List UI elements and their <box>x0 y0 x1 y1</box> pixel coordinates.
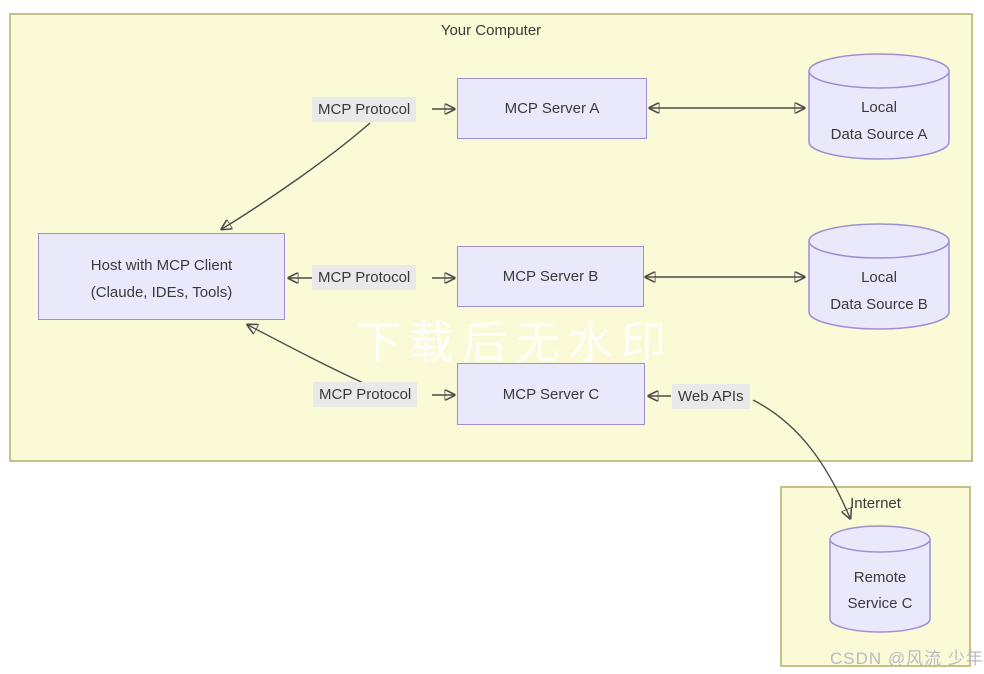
cylinder-icon <box>808 53 950 160</box>
cylinder-icon <box>808 223 950 330</box>
datasource-b-line1: Local <box>861 268 897 286</box>
your-computer-title: Your Computer <box>440 22 542 39</box>
mcp-protocol-label-1: MCP Protocol <box>312 97 417 122</box>
remote-service-line1: Remote <box>853 569 907 586</box>
mcp-server-c-node: MCP Server C <box>457 363 645 425</box>
datasource-b-line2: Data Source B <box>830 295 928 313</box>
web-apis-label: Web APIs <box>672 384 750 409</box>
mcp-server-c-label: MCP Server C <box>502 385 600 403</box>
internet-title: Internet <box>850 495 901 512</box>
host-node-line2: (Claude, IDEs, Tools) <box>90 283 233 301</box>
local-data-source-b-cylinder: Local Data Source B <box>808 223 950 330</box>
mcp-server-a-label: MCP Server A <box>504 100 600 117</box>
center-watermark: 下载后无水印 <box>356 317 675 368</box>
remote-service-c-cylinder: Remote Service C <box>829 525 931 633</box>
cylinder-icon <box>829 525 931 633</box>
datasource-a-line1: Local <box>861 98 897 116</box>
datasource-a-line2: Data Source A <box>830 125 928 143</box>
local-data-source-a-cylinder: Local Data Source A <box>808 53 950 160</box>
mcp-protocol-label-2: MCP Protocol <box>312 265 417 290</box>
mcp-server-b-node: MCP Server B <box>457 246 644 307</box>
csdn-watermark: CSDN @风流 少年 <box>830 649 984 668</box>
remote-service-line2: Service C <box>847 595 913 612</box>
mcp-protocol-label-3: MCP Protocol <box>313 382 418 407</box>
mcp-server-b-label: MCP Server B <box>502 268 599 285</box>
host-node: Host with MCP Client (Claude, IDEs, Tool… <box>38 233 285 320</box>
host-node-line1: Host with MCP Client <box>90 256 233 274</box>
mcp-server-a-node: MCP Server A <box>457 78 647 139</box>
